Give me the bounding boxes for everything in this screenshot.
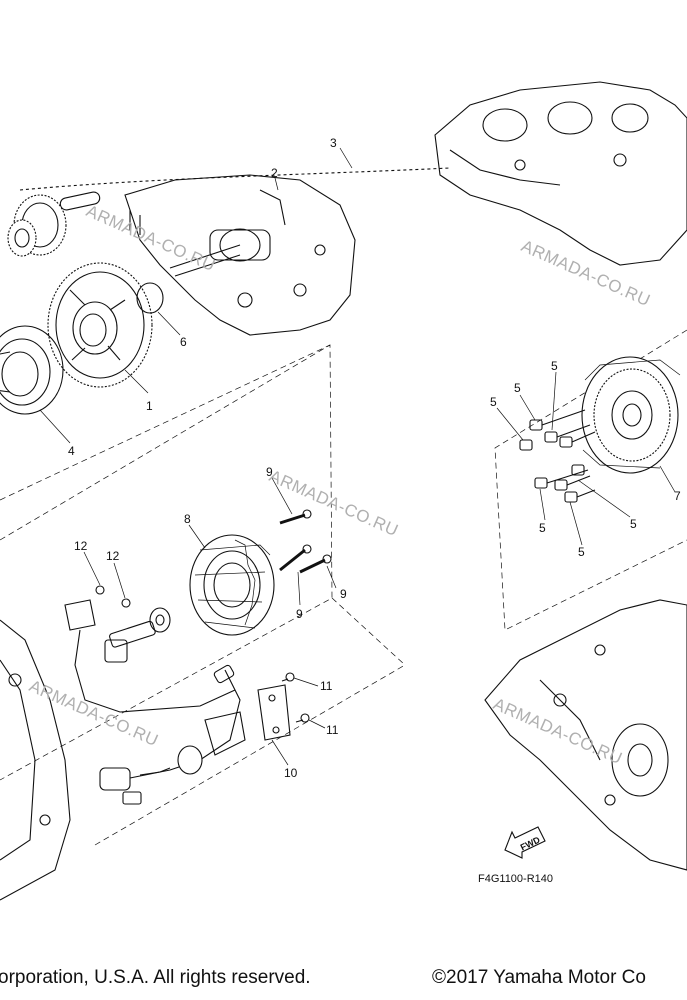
shaft-pin: [19, 167, 451, 211]
lead-wire: [99, 664, 246, 805]
callout-12-right: 12: [106, 549, 120, 563]
bolts-rotor: [519, 409, 596, 503]
callout-10: 10: [284, 766, 298, 780]
callout-numbers: 3 2 1 4 6 8 9 9 9 12 12 10 11 11 5 5 5 5…: [68, 136, 681, 780]
gear-small-upper-left: [7, 194, 67, 257]
callout-9-right: 9: [340, 587, 347, 601]
callout-2: 2: [271, 166, 278, 180]
callout-3: 3: [330, 136, 337, 150]
callout-5-e: 5: [630, 517, 637, 531]
callout-5-a: 5: [514, 381, 521, 395]
callout-4: 4: [68, 444, 75, 458]
callout-8: 8: [184, 512, 191, 526]
figure-code: F4G1100-R140: [478, 873, 553, 885]
watermark-3: ARMADA-CO.RU: [266, 466, 401, 540]
engine-block: [124, 174, 356, 336]
watermark-4: ARMADA-CO.RU: [26, 676, 161, 750]
pickup-coil: [64, 585, 236, 713]
leader-lines: [39, 147, 676, 766]
screws-bracket: [281, 672, 310, 723]
crankcase-lower-right: [484, 599, 687, 871]
crankcase-upper: [434, 81, 687, 266]
callout-1: 1: [146, 399, 153, 413]
callout-7: 7: [674, 489, 681, 503]
callout-5-b: 5: [551, 359, 558, 373]
callout-5-d: 5: [539, 521, 546, 535]
stator-coil: [189, 534, 275, 636]
one-way-clutch: [0, 325, 64, 415]
bolts-stator: [279, 509, 332, 574]
callout-12-left: 12: [74, 539, 88, 553]
callout-9-lower: 9: [296, 607, 303, 621]
callout-5-c: 5: [490, 395, 497, 409]
gear-large: [47, 262, 153, 388]
o-ring: [136, 282, 164, 314]
group-boundary-left: [0, 344, 406, 846]
crankcase-cover-left: [0, 619, 71, 901]
callout-6: 6: [180, 335, 187, 349]
rotor-flywheel: [581, 356, 681, 474]
callout-5-f: 5: [578, 545, 585, 559]
copyright-right: ©2017 Yamaha Motor Co: [432, 967, 646, 988]
fwd-arrow: FWD: [504, 826, 546, 859]
rotor-bolt: [104, 607, 171, 663]
bracket: [257, 684, 291, 741]
callout-11-upper: 11: [320, 679, 333, 693]
copyright-left: orporation, U.S.A. All rights reserved.: [0, 967, 311, 988]
callout-11-lower: 11: [326, 723, 339, 737]
callout-9-upper: 9: [266, 465, 273, 479]
